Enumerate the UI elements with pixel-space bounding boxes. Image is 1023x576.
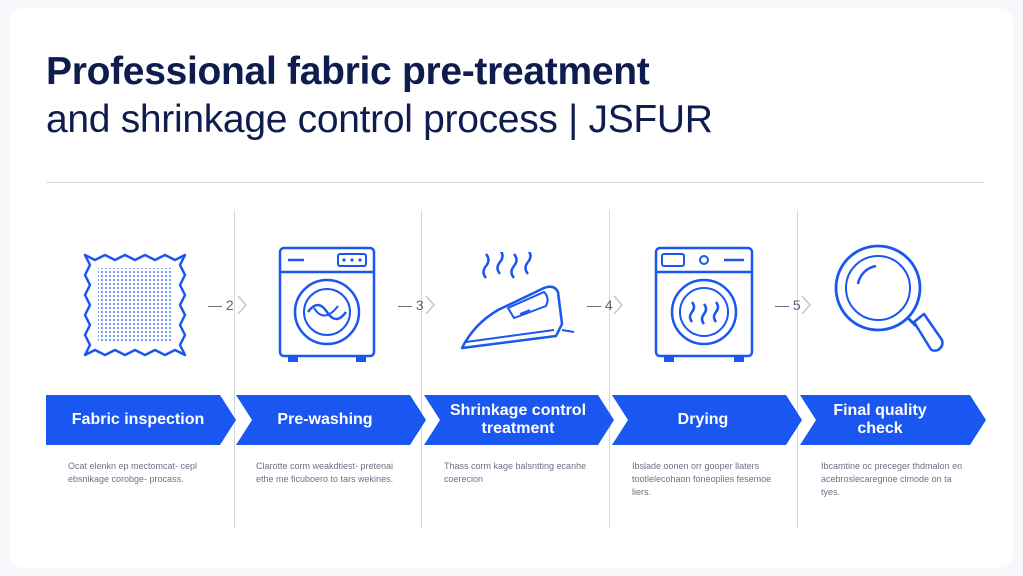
washing-machine-icon [278,246,376,362]
step-4-description: Ibslade oonen orr gooper llaters tootlel… [632,461,772,497]
step-3-number: — 3 [398,297,424,313]
step-1-description: Ocat elenkn ep mectomcat- cepl ebsnikage… [68,461,198,484]
header-divider [46,182,984,183]
steam-iron-icon [460,252,575,350]
step-5-number: — 5 [775,297,801,313]
step-label-fabric-inspection: Fabric inspection [71,411,205,428]
step-5-description: Ibcamtine oc preceger thdmalon en acebro… [821,461,963,497]
column-divider-3 [609,210,610,528]
step-label-pre-washing: Pre-washing [277,411,373,428]
chevron-right-icon [425,295,436,315]
step-2-description: Clarotte corm weakdtiest- pretenai ethe … [256,461,394,484]
chevron-right-icon [613,295,624,315]
step-3-description: Thass corm kage balsntting ecanhe coerec… [444,461,587,484]
magnifier-icon [834,244,944,352]
chevron-right-icon [237,295,248,315]
column-divider-2 [421,210,422,528]
step-chevron-5 [800,395,986,445]
step-label-shrinkage-control: Shrinkage control treatment [449,402,587,437]
dryer-icon [654,246,754,362]
step-label-final-quality-check: Final quality check [833,402,927,437]
step-chevron-1 [46,395,236,445]
step-4-number: — 4 [587,297,613,313]
step-label-drying: Drying [677,411,729,428]
title-line-2: and shrinkage control process | JSFUR [46,98,713,141]
step-chevron-3 [424,395,614,445]
column-divider-1 [234,210,235,528]
title-line-1: Professional fabric pre-treatment [46,50,650,93]
chevron-right-icon [801,295,812,315]
column-divider-4 [797,210,798,528]
process-step-bar [46,395,986,445]
step-chevron-2 [236,395,426,445]
step-2-number: — 2 [208,297,234,313]
fabric-swatch-icon [83,253,187,357]
step-chevron-4 [612,395,802,445]
